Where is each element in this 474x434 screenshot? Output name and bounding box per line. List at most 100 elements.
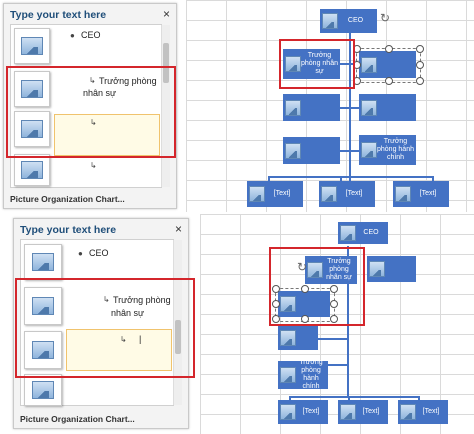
connector [339,107,359,109]
node-level2-left[interactable] [283,94,340,121]
tab-arrow-icon: ↳ [90,161,97,170]
tab-arrow-icon: ↳ [89,76,96,85]
picture-icon [369,261,385,277]
node-hr-label: Trưởng phòng nhân sự [301,52,338,75]
node-ceo[interactable]: CEO [338,222,388,244]
resize-handle[interactable] [272,315,280,323]
node-ceo[interactable]: CEO [320,9,377,33]
picture-icon [340,404,356,420]
resize-handle[interactable] [385,77,393,85]
text-cursor: | [139,334,142,344]
text-item-hr-line1[interactable]: Trưởng phòng [113,295,171,305]
node-text-label: [Text] [422,408,440,415]
picture-icon [361,99,377,116]
text-item-hr-line2[interactable]: nhân sự [111,308,145,318]
resize-handle[interactable] [301,285,309,293]
node-hr[interactable]: Trưởng phòng nhân sự [283,49,340,79]
picture-icon [280,404,296,420]
text-pane-scrollbar[interactable] [173,240,182,405]
node-admin[interactable]: Trưởng phòng hành chính [359,135,416,165]
node-text-label: [Text] [419,190,437,197]
node-text-1[interactable]: [Text] [278,400,328,424]
text-pane: Type your text here × ● CEO ↳ Trưởng phò… [3,3,177,209]
node-selected[interactable] [359,51,416,78]
node-text-2[interactable]: [Text] [338,400,388,424]
picture-icon [280,330,296,346]
highlight-box [15,278,195,378]
picture-placeholder-next[interactable] [14,154,50,186]
node-text-1[interactable]: [Text] [247,181,303,207]
node-hr[interactable]: Trưởng phòng nhân sự [305,256,357,284]
picture-placeholder-ceo[interactable] [14,28,50,64]
picture-icon [322,13,338,29]
node-admin[interactable]: Trưởng phòng hành chính [278,359,328,390]
picture-placeholder-next[interactable] [24,374,62,406]
node-text-label: [Text] [362,408,380,415]
node-text-label: [Text] [345,190,363,197]
picture-placeholder-hr[interactable] [24,287,62,325]
text-pane-title: Type your text here [20,224,117,236]
node-text-3[interactable]: [Text] [398,400,448,424]
text-pane-footer: Picture Organization Chart... [10,194,125,204]
picture-icon [285,142,301,159]
picture-placeholder-ceo[interactable] [24,244,62,280]
text-item-new-edit[interactable] [54,114,160,156]
picture-icon [285,99,301,116]
node-level2-right[interactable] [359,94,416,121]
scrollbar-thumb[interactable] [175,320,181,354]
connector [348,396,350,402]
resize-handle[interactable] [330,315,338,323]
node-right[interactable] [367,256,416,282]
node-ceo-label: CEO [347,17,364,24]
resize-handle[interactable] [330,285,338,293]
picture-icon [32,381,54,399]
connector [347,246,349,396]
rotate-handle-icon[interactable]: ↻ [297,260,308,274]
picture-icon [280,296,296,312]
picture-placeholder-hr[interactable] [14,71,50,107]
node-level2-left[interactable] [278,326,318,350]
resize-handle[interactable] [416,45,424,53]
picture-icon [361,56,377,73]
resize-handle[interactable] [416,61,424,69]
picture-icon [340,225,356,241]
node-level3-left[interactable] [283,137,340,164]
node-text-3[interactable]: [Text] [393,181,449,207]
tab-arrow-icon: ↳ [103,295,110,304]
picture-icon [280,367,296,383]
picture-icon [307,262,323,278]
picture-placeholder-new[interactable] [24,331,62,369]
node-text-label: [Text] [302,408,320,415]
picture-icon [361,142,377,158]
connector [339,150,359,152]
resize-handle[interactable] [330,300,338,308]
resize-handle[interactable] [272,300,280,308]
resize-handle[interactable] [385,45,393,53]
text-item-hr-line1[interactable]: Trưởng phòng [99,76,157,86]
text-item-hr-line2[interactable]: nhân sự [83,88,117,98]
text-item-ceo[interactable]: CEO [89,248,109,258]
bullet-dot: ● [70,31,75,40]
picture-icon [21,161,43,179]
close-icon[interactable]: × [162,7,170,21]
resize-handle[interactable] [416,77,424,85]
text-item-ceo[interactable]: CEO [81,30,101,40]
close-icon[interactable]: × [174,222,182,236]
picture-icon [21,120,43,138]
connector [289,396,291,402]
text-pane-scrollbar[interactable] [161,25,170,187]
node-ceo-label: CEO [363,229,379,236]
resize-handle[interactable] [301,315,309,323]
text-item-new-edit[interactable] [66,329,172,371]
picture-placeholder-new[interactable] [14,111,50,147]
picture-icon [32,253,54,271]
node-text-2[interactable]: [Text] [319,181,375,207]
picture-icon [395,186,411,202]
node-text-label: [Text] [273,190,291,197]
scrollbar-thumb[interactable] [163,43,169,83]
connector [432,176,434,184]
resize-handle[interactable] [272,285,280,293]
rotate-handle-icon[interactable]: ↻ [380,11,391,25]
text-pane: Type your text here × ● CEO ↳ Trưởng phò… [13,218,189,429]
node-selected[interactable] [278,291,330,317]
